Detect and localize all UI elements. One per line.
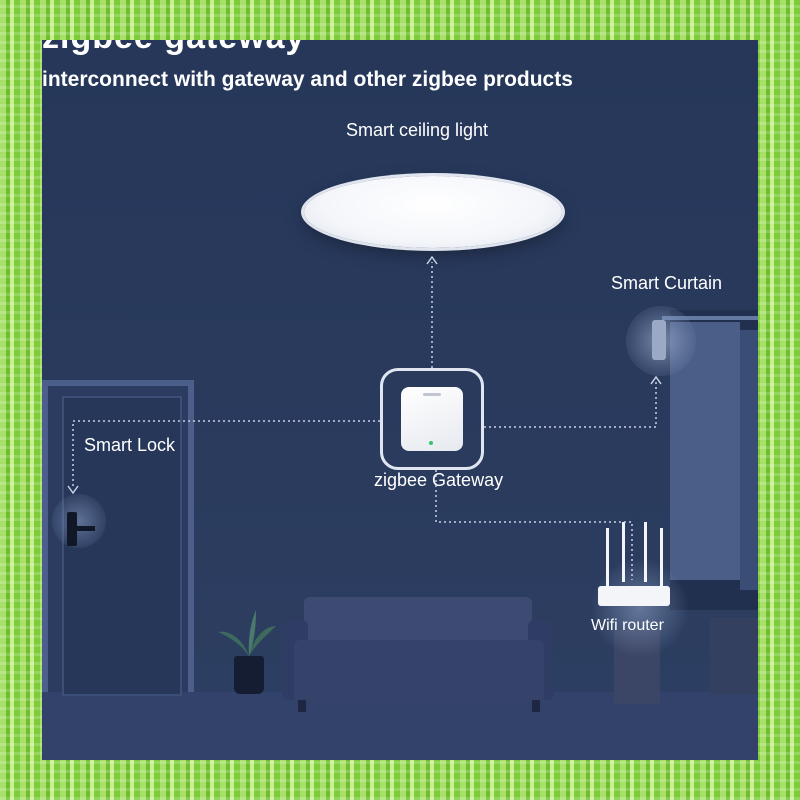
link-gateway-router <box>435 470 633 580</box>
lock-glow <box>52 494 106 548</box>
ceiling-light-icon <box>304 176 562 248</box>
gateway-label: zigbee Gateway <box>374 470 504 490</box>
sofa-leg-left <box>298 700 306 712</box>
arrow-lock-icon <box>67 485 79 495</box>
plant-pot <box>234 656 264 694</box>
page-title: zigbee gateway <box>42 40 305 57</box>
diagram-panel: zigbee gateway interconnect with gateway… <box>42 40 758 760</box>
arrow-light-icon <box>426 255 438 265</box>
lock-handle-icon <box>77 526 95 531</box>
curtain-fold <box>740 330 758 590</box>
router-label: Wifi router <box>591 617 664 634</box>
connection-lines <box>67 255 662 580</box>
gateway-frame <box>380 368 484 470</box>
link-gateway-curtain <box>484 382 657 428</box>
curtain-rod <box>662 316 758 320</box>
page-subtitle: interconnect with gateway and other zigb… <box>42 68 573 91</box>
router-stand <box>614 630 660 704</box>
lock-label: Smart Lock <box>84 435 176 455</box>
smart-lock-icon <box>67 512 77 546</box>
door-frame <box>42 380 194 696</box>
sofa-icon <box>294 640 544 702</box>
router-antenna-icon <box>622 522 625 582</box>
cabinet <box>710 618 758 694</box>
gateway-led <box>429 441 433 445</box>
router-antenna-icon <box>660 528 663 588</box>
plant-icon <box>218 610 276 656</box>
link-gateway-lock <box>72 420 380 488</box>
router-antenna-icon <box>606 528 609 588</box>
sofa-leg-right <box>532 700 540 712</box>
ceiling-light-label: Smart ceiling light <box>346 120 489 140</box>
curtain-label: Smart Curtain <box>611 273 723 293</box>
arrow-curtain-icon <box>650 375 662 385</box>
curtain-motor-icon <box>652 320 666 360</box>
gateway-indicator <box>423 393 441 396</box>
router-antenna-icon <box>644 522 647 582</box>
gateway-icon <box>401 387 463 451</box>
wifi-router-icon <box>598 586 670 606</box>
